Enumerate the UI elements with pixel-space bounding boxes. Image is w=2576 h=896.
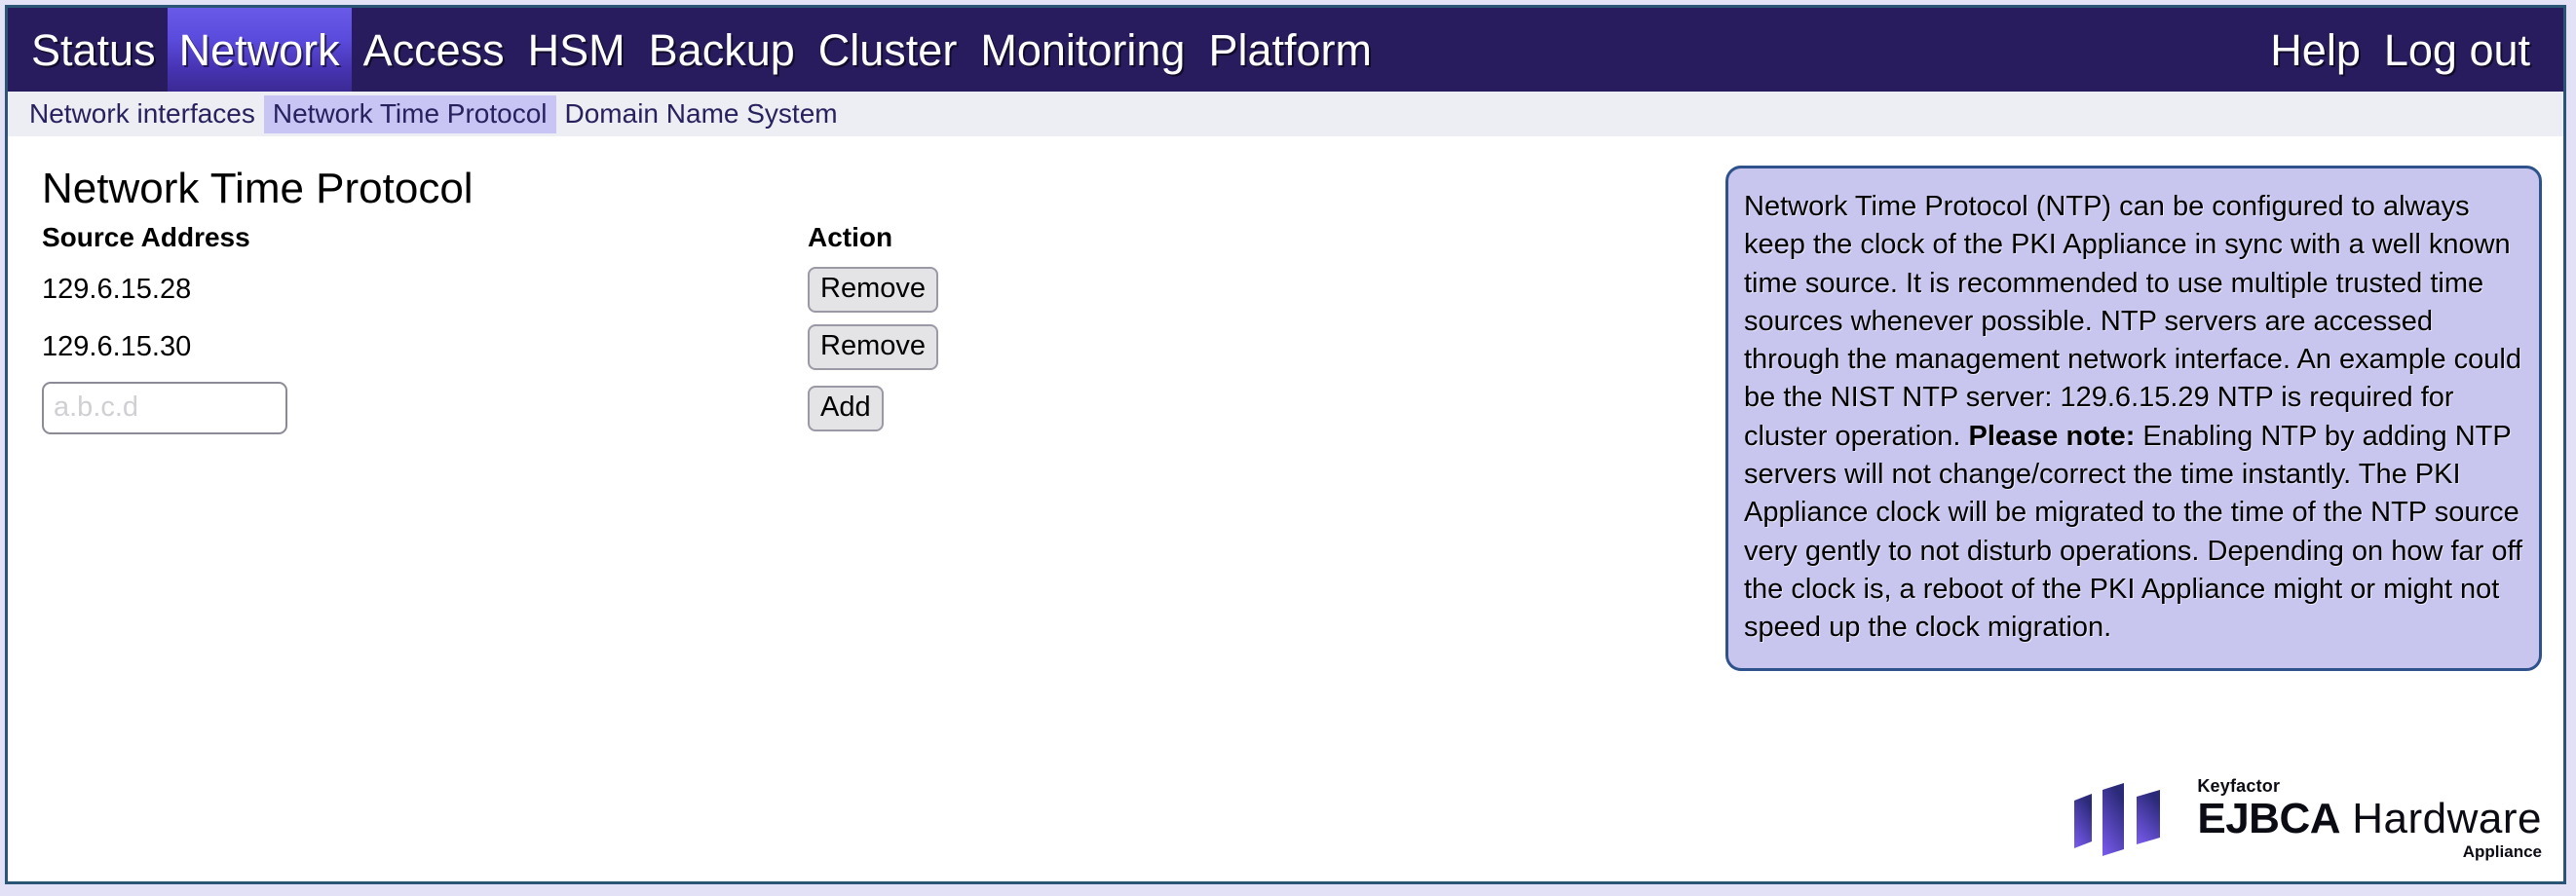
table-cell-action: Remove <box>287 261 938 318</box>
nav-item-network[interactable]: Network <box>167 8 352 92</box>
nav-item-backup[interactable]: Backup <box>648 24 795 75</box>
nav-item-logout[interactable]: Log out <box>2383 24 2530 75</box>
nav-item-status[interactable]: Status <box>31 24 156 75</box>
product-logo: Keyfactor EJBCA Hardware Appliance <box>2070 777 2542 860</box>
secondary-navigation-bar: Network interfaces Network Time Protocol… <box>8 92 2563 136</box>
column-header-action: Action <box>808 222 893 253</box>
info-help-panel: Network Time Protocol (NTP) can be confi… <box>1725 166 2542 672</box>
table-row: 129.6.15.28 Remove <box>42 261 938 318</box>
info-help-text: Network Time Protocol (NTP) can be confi… <box>1744 188 2523 647</box>
subnav-item-network-interfaces[interactable]: Network interfaces <box>29 97 255 129</box>
subnav-item-domain-name-system[interactable]: Domain Name System <box>564 97 838 129</box>
subnav-item-network-time-protocol[interactable]: Network Time Protocol <box>263 94 556 133</box>
table-cell-action: Add <box>287 376 938 440</box>
table-cell-action: Remove <box>287 318 938 376</box>
ntp-source-address-input[interactable] <box>42 382 287 435</box>
ntp-configuration-section: Network Time Protocol Source Address Act… <box>42 165 1601 440</box>
main-content-area: Network Time Protocol Source Address Act… <box>8 136 2563 881</box>
table-row-new-entry: Add <box>42 376 938 440</box>
main-navigation-bar: Status Network Access HSM Backup Cluster… <box>8 8 2563 92</box>
logo-product-name: EJBCA Hardware <box>2197 798 2542 840</box>
column-header-source-address: Source Address <box>42 222 250 253</box>
table-header-row: Source Address Action <box>42 224 938 261</box>
add-button[interactable]: Add <box>808 385 884 431</box>
ntp-source-table: Source Address Action 129.6.15.28 Remove… <box>42 224 938 440</box>
ntp-source-address-value: 129.6.15.28 <box>42 274 192 306</box>
nav-item-help[interactable]: Help <box>2270 24 2361 75</box>
logo-wordmark: Keyfactor EJBCA Hardware Appliance <box>2197 777 2542 860</box>
nav-item-hsm[interactable]: HSM <box>527 24 625 75</box>
info-text-part-2: Enabling NTP by adding NTP servers will … <box>1744 420 2523 644</box>
remove-button[interactable]: Remove <box>808 324 938 371</box>
logo-product-bold: EJBCA <box>2197 795 2341 842</box>
nav-item-platform[interactable]: Platform <box>1208 24 1372 75</box>
logo-product-light: Hardware <box>2352 795 2542 842</box>
nav-item-monitoring[interactable]: Monitoring <box>980 24 1186 75</box>
page-title: Network Time Protocol <box>42 165 474 212</box>
table-cell-new-address <box>42 376 287 440</box>
nav-item-cluster[interactable]: Cluster <box>817 24 958 75</box>
remove-button[interactable]: Remove <box>808 267 938 314</box>
main-nav-items: Status Network Access HSM Backup Cluster… <box>8 8 1383 92</box>
keyfactor-logo-icon <box>2074 782 2161 856</box>
info-text-part-1: Network Time Protocol (NTP) can be confi… <box>1744 191 2521 452</box>
nav-item-access[interactable]: Access <box>362 24 505 75</box>
table-row: 129.6.15.30 Remove <box>42 318 938 376</box>
application-window: Status Network Access HSM Backup Cluster… <box>5 5 2566 884</box>
info-text-emphasis: Please note: <box>1968 420 2136 452</box>
logo-product-sub: Appliance <box>2462 842 2542 861</box>
ntp-source-address-value: 129.6.15.30 <box>42 331 192 363</box>
main-nav-utility-items: Help Log out <box>2258 8 2563 92</box>
logo-brand-name: Keyfactor <box>2197 776 2281 796</box>
